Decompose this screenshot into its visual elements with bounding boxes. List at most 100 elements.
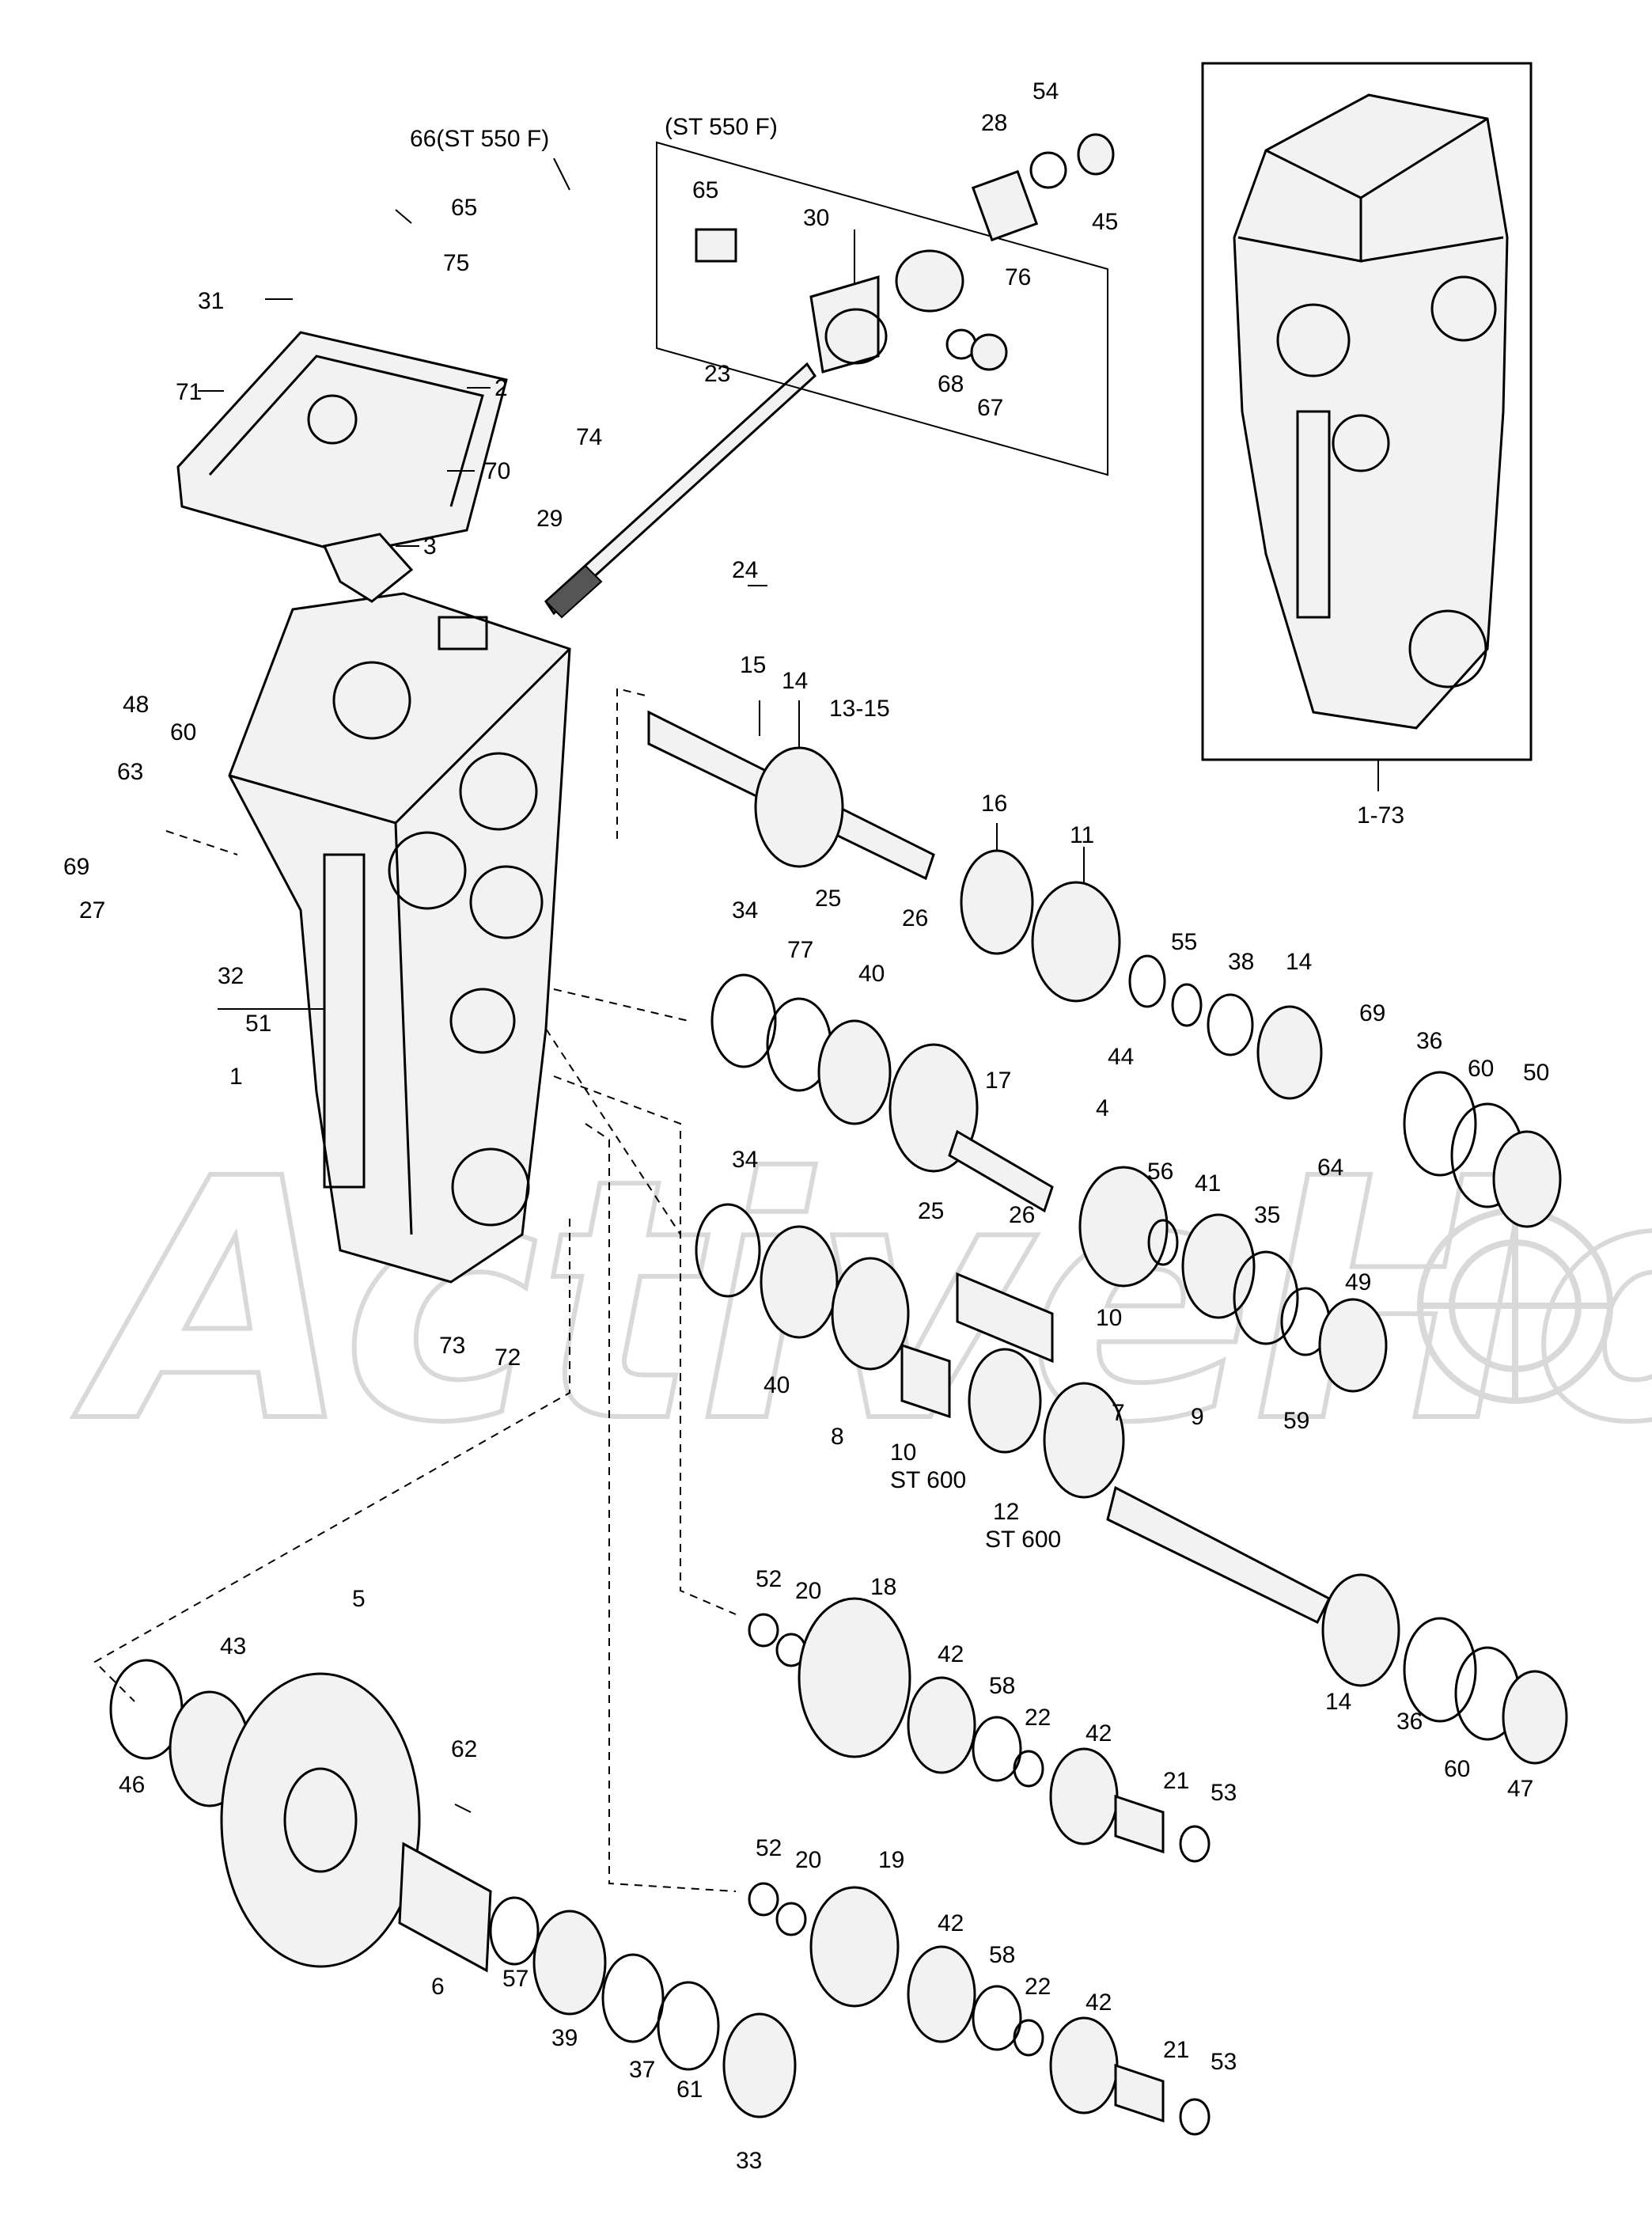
callout-29: 29 bbox=[536, 506, 563, 532]
callout-28: 28 bbox=[981, 110, 1007, 136]
callout-21: 21 bbox=[1163, 1768, 1189, 1794]
callout-77: 77 bbox=[787, 937, 813, 963]
callout-69b: 69 bbox=[1359, 1000, 1385, 1026]
callout-54: 54 bbox=[1032, 78, 1059, 104]
callout-42b: 42 bbox=[1086, 1720, 1112, 1747]
callout-14b: 14 bbox=[1286, 949, 1312, 975]
callout-69: 69 bbox=[63, 854, 89, 880]
callout-23: 23 bbox=[704, 361, 730, 387]
callout-64: 64 bbox=[1317, 1155, 1343, 1181]
callout-60b: 60 bbox=[1468, 1056, 1494, 1082]
reverse-gear-row-upper bbox=[748, 1597, 1211, 1863]
callout-25: 25 bbox=[815, 886, 841, 912]
callout-st600-b: ST 600 bbox=[985, 1527, 1061, 1553]
callout-st600-a: ST 600 bbox=[890, 1467, 966, 1493]
final-drive-gear-row bbox=[109, 1659, 797, 2118]
callout-10b: 10 bbox=[890, 1439, 916, 1466]
callout-42: 42 bbox=[938, 1641, 964, 1667]
callout-1: 1 bbox=[229, 1064, 243, 1090]
callout-75: 75 bbox=[443, 250, 469, 276]
callout-34: 34 bbox=[732, 897, 758, 924]
callout-68: 68 bbox=[938, 371, 964, 397]
callout-63: 63 bbox=[117, 759, 143, 785]
callout-59: 59 bbox=[1283, 1408, 1309, 1434]
output-shaft-assembly bbox=[695, 1203, 1568, 1765]
reverse-gear-row-lower bbox=[748, 1882, 1211, 2136]
assembled-view-inset bbox=[1201, 62, 1533, 791]
callout-31: 31 bbox=[198, 288, 224, 314]
callout-1-73: 1-73 bbox=[1357, 802, 1404, 829]
callout-4: 4 bbox=[1096, 1095, 1109, 1121]
callout-76: 76 bbox=[1005, 264, 1031, 290]
callout-33: 33 bbox=[736, 2148, 762, 2174]
callout-45: 45 bbox=[1092, 209, 1118, 235]
callout-labels: 66(ST 550 F) 65 75 31 71 2 70 3 48 60 63… bbox=[63, 78, 1549, 2174]
callout-60c: 60 bbox=[1444, 1756, 1470, 1782]
callout-42d: 42 bbox=[1086, 1989, 1112, 2016]
callout-58: 58 bbox=[989, 1673, 1015, 1699]
callout-52b: 52 bbox=[756, 1835, 782, 1861]
callout-73: 73 bbox=[439, 1333, 465, 1359]
callout-74: 74 bbox=[576, 424, 602, 450]
callout-56: 56 bbox=[1147, 1159, 1173, 1185]
callout-65: 65 bbox=[451, 195, 477, 221]
callout-16: 16 bbox=[981, 791, 1007, 817]
callout-27: 27 bbox=[79, 897, 105, 924]
callout-11: 11 bbox=[1070, 822, 1094, 848]
callout-14c: 14 bbox=[1325, 1689, 1351, 1715]
callout-70: 70 bbox=[484, 458, 510, 484]
callout-65b: 65 bbox=[692, 177, 718, 203]
callout-22: 22 bbox=[1025, 1705, 1051, 1731]
callout-32: 32 bbox=[218, 963, 244, 989]
callout-20b: 20 bbox=[795, 1847, 821, 1873]
callout-72: 72 bbox=[494, 1345, 521, 1371]
callout-61: 61 bbox=[676, 2077, 703, 2103]
callout-14: 14 bbox=[782, 668, 808, 694]
callout-2: 2 bbox=[494, 375, 508, 401]
callout-13-15: 13-15 bbox=[829, 696, 890, 722]
callout-36: 36 bbox=[1416, 1028, 1442, 1054]
callout-49: 49 bbox=[1345, 1269, 1371, 1295]
selector-shaft bbox=[544, 362, 817, 619]
callout-6: 6 bbox=[431, 1974, 445, 2000]
callout-17: 17 bbox=[985, 1068, 1011, 1094]
callout-58b: 58 bbox=[989, 1942, 1015, 1968]
callout-57: 57 bbox=[502, 1966, 529, 1992]
callout-50: 50 bbox=[1523, 1060, 1549, 1086]
callout-40: 40 bbox=[858, 961, 885, 987]
top-cover bbox=[176, 331, 508, 603]
callout-40b: 40 bbox=[763, 1372, 790, 1398]
st550f-group-box: (ST 550 F) bbox=[656, 114, 1108, 476]
callout-41: 41 bbox=[1195, 1170, 1221, 1197]
callout-20: 20 bbox=[795, 1578, 821, 1604]
callout-24: 24 bbox=[732, 557, 758, 583]
leader-lines bbox=[198, 157, 1085, 1010]
callout-9: 9 bbox=[1191, 1404, 1204, 1430]
callout-67: 67 bbox=[977, 395, 1003, 421]
callout-51: 51 bbox=[245, 1011, 271, 1037]
callout-60: 60 bbox=[170, 719, 196, 745]
callout-26b: 26 bbox=[1009, 1202, 1035, 1228]
input-shaft-assembly bbox=[647, 710, 1562, 1228]
callout-19: 19 bbox=[878, 1847, 904, 1873]
reference-lines bbox=[93, 687, 737, 1892]
callout-21b: 21 bbox=[1163, 2037, 1189, 2063]
callout-53b: 53 bbox=[1211, 2049, 1237, 2075]
callout-71: 71 bbox=[176, 379, 202, 405]
callout-22b: 22 bbox=[1025, 1974, 1051, 2000]
callout-10a: 10 bbox=[1096, 1305, 1122, 1331]
callout-43: 43 bbox=[220, 1633, 246, 1659]
countershaft-assembly bbox=[710, 973, 1388, 1393]
callout-26: 26 bbox=[902, 905, 928, 931]
callout-12: 12 bbox=[993, 1499, 1019, 1525]
callout-53: 53 bbox=[1211, 1780, 1237, 1806]
watermark-wheel-icon bbox=[1417, 1208, 1613, 1404]
callout-44: 44 bbox=[1108, 1044, 1134, 1070]
callout-8: 8 bbox=[831, 1424, 844, 1450]
callout-37: 37 bbox=[629, 2057, 655, 2083]
callout-30: 30 bbox=[803, 205, 829, 231]
callout-36b: 36 bbox=[1396, 1709, 1423, 1735]
callout-46: 46 bbox=[119, 1772, 145, 1798]
callout-42c: 42 bbox=[938, 1910, 964, 1936]
